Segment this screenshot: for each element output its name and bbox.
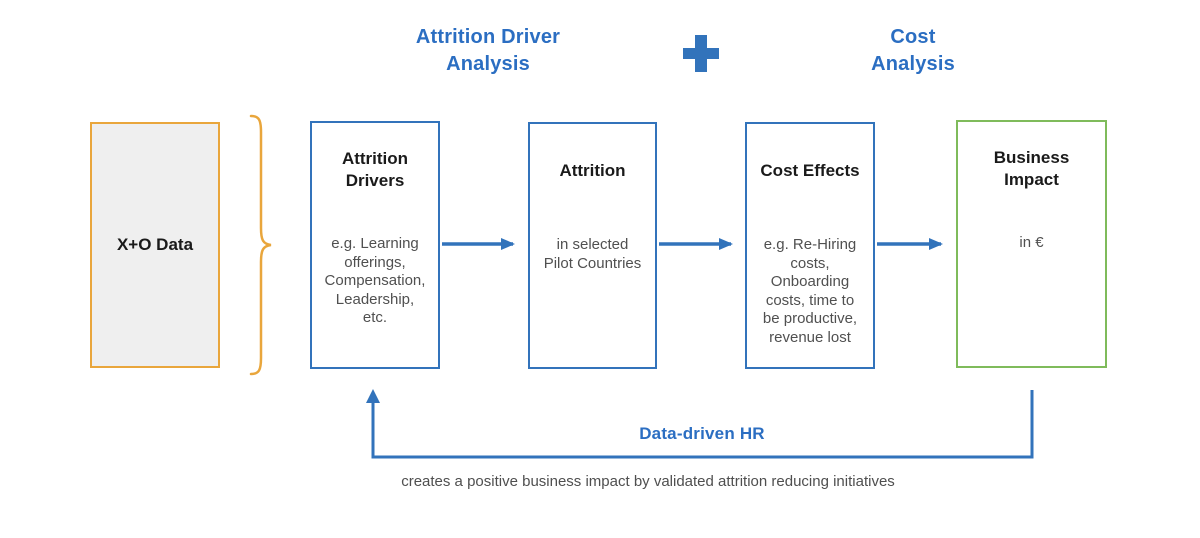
business-impact-body: in € (1019, 234, 1044, 251)
cost-analysis-title: Cost Analysis (871, 26, 955, 75)
attrition-drivers-body: e.g. Learning offerings, Compensation, L… (324, 235, 426, 326)
feedback-caption: creates a positive business impact by va… (401, 473, 895, 490)
attrition-body: in selected Pilot Countries (543, 236, 642, 272)
data-driven-hr-label: Data-driven HR (639, 424, 765, 443)
cost-effects-box: Cost Effects e.g. Re-Hiring costs, Onboa… (745, 122, 875, 369)
attrition-title: Attrition (559, 161, 626, 180)
attrition-box: Attrition in selected Pilot Countries (528, 122, 657, 369)
xo-data-box: X+O Data (90, 122, 220, 368)
attrition-drivers-box: Attrition Drivers e.g. Learning offering… (310, 121, 440, 369)
curly-brace (249, 114, 272, 376)
attrition-driver-analysis-title: Attrition Driver Analysis (415, 26, 561, 75)
cost-effects-title: Cost Effects (760, 161, 860, 180)
xo-data-label: X+O Data (116, 235, 194, 254)
attrition-drivers-title: Attrition Drivers (341, 149, 409, 190)
business-impact-box: Business Impact in € (956, 120, 1107, 368)
feedback-arrowhead-up (366, 389, 380, 403)
plus-icon-shape (683, 35, 719, 72)
business-impact-title: Business Impact (993, 148, 1070, 189)
plus-icon (683, 34, 719, 77)
cost-effects-body: e.g. Re-Hiring costs, Onboarding costs, … (762, 236, 858, 346)
